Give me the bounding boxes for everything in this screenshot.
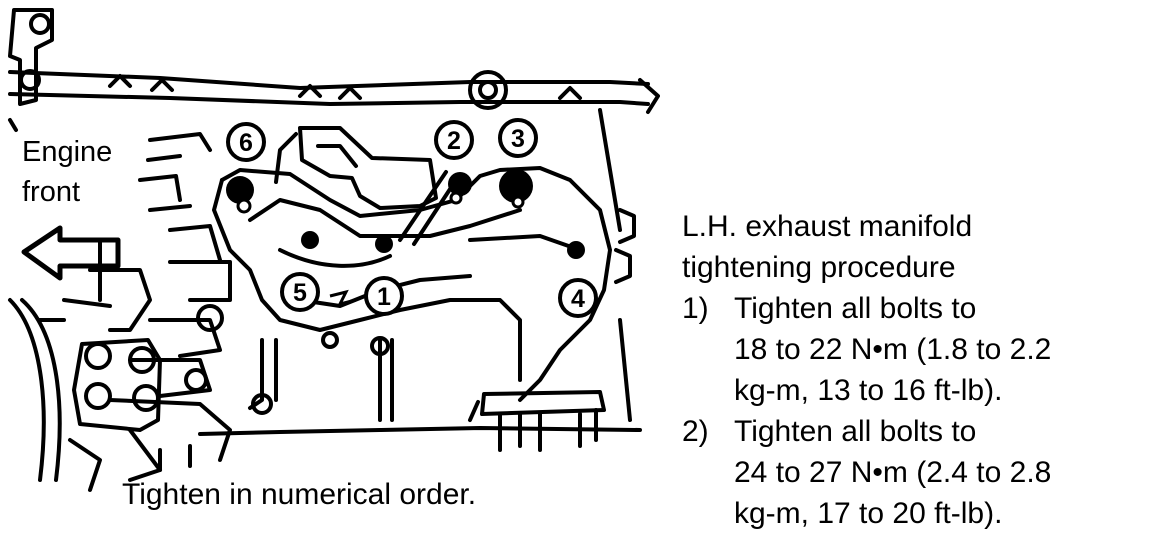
step-text-line1: Tighten all bolts to <box>734 292 977 325</box>
bolt-number-1: 1 <box>377 283 391 311</box>
crank-pulley <box>8 298 66 482</box>
bolt-number-5: 5 <box>293 279 307 307</box>
egr-tube <box>248 331 394 422</box>
diagram-caption: Tighten in numerical order. <box>122 478 477 511</box>
tightening-procedure: L.H. exhaust manifold tightening procedu… <box>682 206 1147 534</box>
bolt-marker-6: 6 <box>226 122 266 162</box>
step-1-torque-line: 18 to 22 N•m (1.8 to 2.2 <box>734 333 1052 366</box>
bolt-number-3: 3 <box>511 125 525 153</box>
heat-shield-bracket <box>274 126 438 210</box>
step-2-torque-line-2: kg-m, 17 to 20 ft-lb). <box>734 497 1003 530</box>
step-text-line1: Tighten all bolts to <box>734 415 977 448</box>
step-2-torque-line: 24 to 27 N•m (2.4 to 2.8 <box>734 456 1052 489</box>
engine-front-label-line2: front <box>22 176 81 208</box>
bolt-markers: 1 2 3 4 5 6 <box>226 118 598 318</box>
procedure-title-line1: L.H. exhaust manifold <box>682 210 973 243</box>
bolt-heads <box>226 169 585 259</box>
exhaust-manifold <box>212 166 612 402</box>
procedure-step-2: 2) Tighten all bolts to <box>682 411 1147 452</box>
bolt-number-2: 2 <box>447 127 461 155</box>
bolt-marker-5: 5 <box>280 272 320 312</box>
lower-block-edge <box>158 108 642 472</box>
engine-front-arrow <box>21 225 121 281</box>
bolt-2-stud <box>398 170 458 246</box>
bolt-number-4: 4 <box>571 285 585 313</box>
bolt-marker-2: 2 <box>434 120 474 160</box>
procedure-title-line2: tightening procedure <box>682 251 956 284</box>
step-1-torque-line-2: kg-m, 13 to 16 ft-lb). <box>734 374 1003 407</box>
procedure-step-1: 1) Tighten all bolts to <box>682 288 1147 329</box>
engine-front-label-line1: Engine <box>22 136 113 168</box>
step-number: 1) <box>682 292 709 325</box>
top-bracket <box>8 8 54 106</box>
order-arrow-5-to-1 <box>329 289 357 307</box>
head-lugs <box>108 70 582 110</box>
bolt-number-6: 6 <box>239 129 253 157</box>
cylinder-head-top-edge <box>8 70 660 132</box>
bolt-marker-3: 3 <box>498 118 538 158</box>
engine-block-left-details <box>58 132 232 492</box>
lower-bracket <box>72 338 162 432</box>
exhaust-manifold-diagram: 1 2 3 4 5 6 <box>8 8 660 492</box>
step-number: 2) <box>682 415 709 448</box>
outlet-flange <box>468 390 606 452</box>
bolt-marker-1: 1 <box>364 276 404 316</box>
bolt-marker-4: 4 <box>558 278 598 318</box>
